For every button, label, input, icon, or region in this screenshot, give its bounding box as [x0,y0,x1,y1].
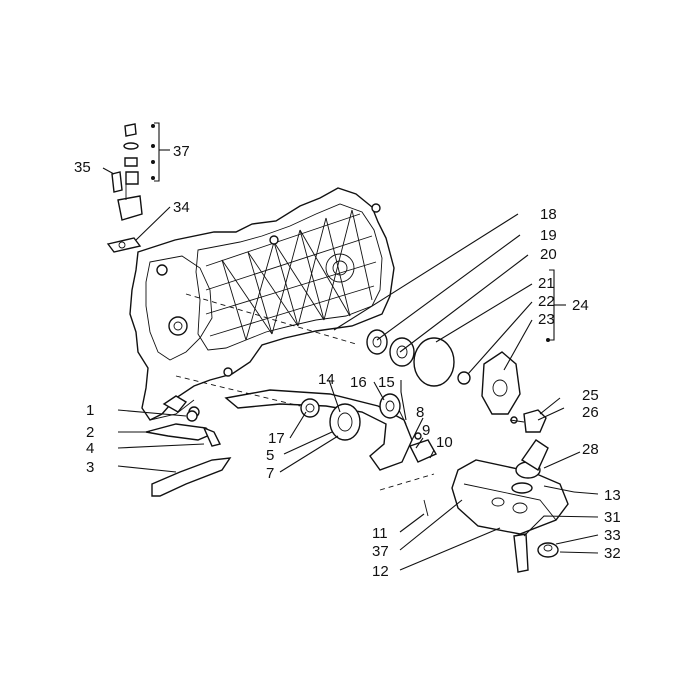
callout-30: 31 [604,509,621,526]
callout-23: 23 [538,311,555,328]
callout-24: 24 [572,297,589,314]
callout-5: 5 [266,447,274,464]
callout-12: 12 [372,563,389,580]
callout-4: 4 [86,440,94,457]
callout-18: 18 [540,206,557,223]
callout-32: 33 [604,527,621,544]
callout-7: 7 [266,465,274,482]
callout-31: 32 [604,545,621,562]
callout-26: 26 [582,404,599,421]
bracket-dots [151,124,550,342]
callout-34: 37 [173,143,190,160]
callout-14: 14 [318,371,335,388]
pump-cover-parts [366,329,547,433]
callout-15: 15 [378,374,395,391]
callout-10: 10 [436,434,453,451]
callout-28: 28 [582,441,599,458]
callout-13: 13 [604,487,621,504]
callout-8: 8 [416,404,424,421]
callout-37: 37 [372,543,389,560]
callout-22: 22 [538,293,555,310]
callout-1: 1 [86,402,94,419]
callout-9: 9 [422,422,430,439]
callout-11: 11 [372,525,388,542]
callout-25: 25 [582,387,599,404]
idler-sprocket [379,393,401,419]
callout-labels: 37 35 34 18 19 20 21 22 23 24 14 16 15 2… [74,143,621,580]
callout-17: 17 [268,430,285,447]
leader-lines [102,122,599,571]
chain-tensioner-parts [145,410,232,497]
crankcase-housing [129,187,395,421]
callout-35: 35 [74,159,91,176]
callout-2: 2 [86,424,94,441]
callout-19: 19 [540,227,557,244]
callout-21: 21 [538,275,555,292]
pump-sprocket [329,403,361,441]
callout-16: 16 [350,374,367,391]
callout-3: 3 [86,459,94,476]
callout-20: 20 [540,246,557,263]
oil-pump-body [409,432,575,573]
callout-33: 34 [173,199,190,216]
oil-pressure-valve-assembly [106,123,143,253]
